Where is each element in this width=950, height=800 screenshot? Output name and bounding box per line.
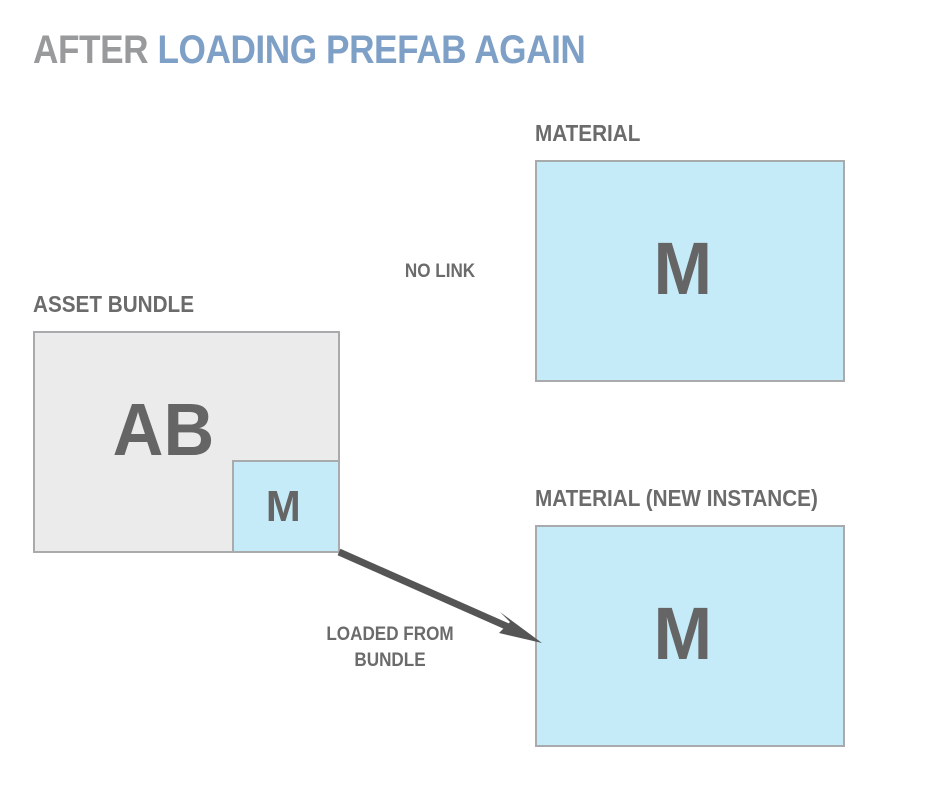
material-box [535,160,845,382]
edge-label-no-link: NO LINK [404,261,476,282]
page-title: AFTER LOADING PREFAB AGAIN [33,28,586,72]
material-glyph: M [653,227,713,310]
material-new-instance-glyph: M [653,592,713,675]
asset-bundle-glyph: AB [112,388,215,471]
material-new-instance-box [535,525,845,747]
page-title-prefix: AFTER [33,28,158,72]
bundled-material-glyph: M [265,482,301,531]
page-title-highlight: LOADING PREFAB AGAIN [157,28,586,72]
material-label: MATERIAL [535,120,641,146]
asset-bundle-label: ASSET BUNDLE [33,291,195,317]
bundled-material-box [232,460,340,553]
edge-label-loaded-from-bundle: LOADED FROM BUNDLE [326,624,454,671]
material-new-instance-label: MATERIAL (NEW INSTANCE) [535,485,818,511]
